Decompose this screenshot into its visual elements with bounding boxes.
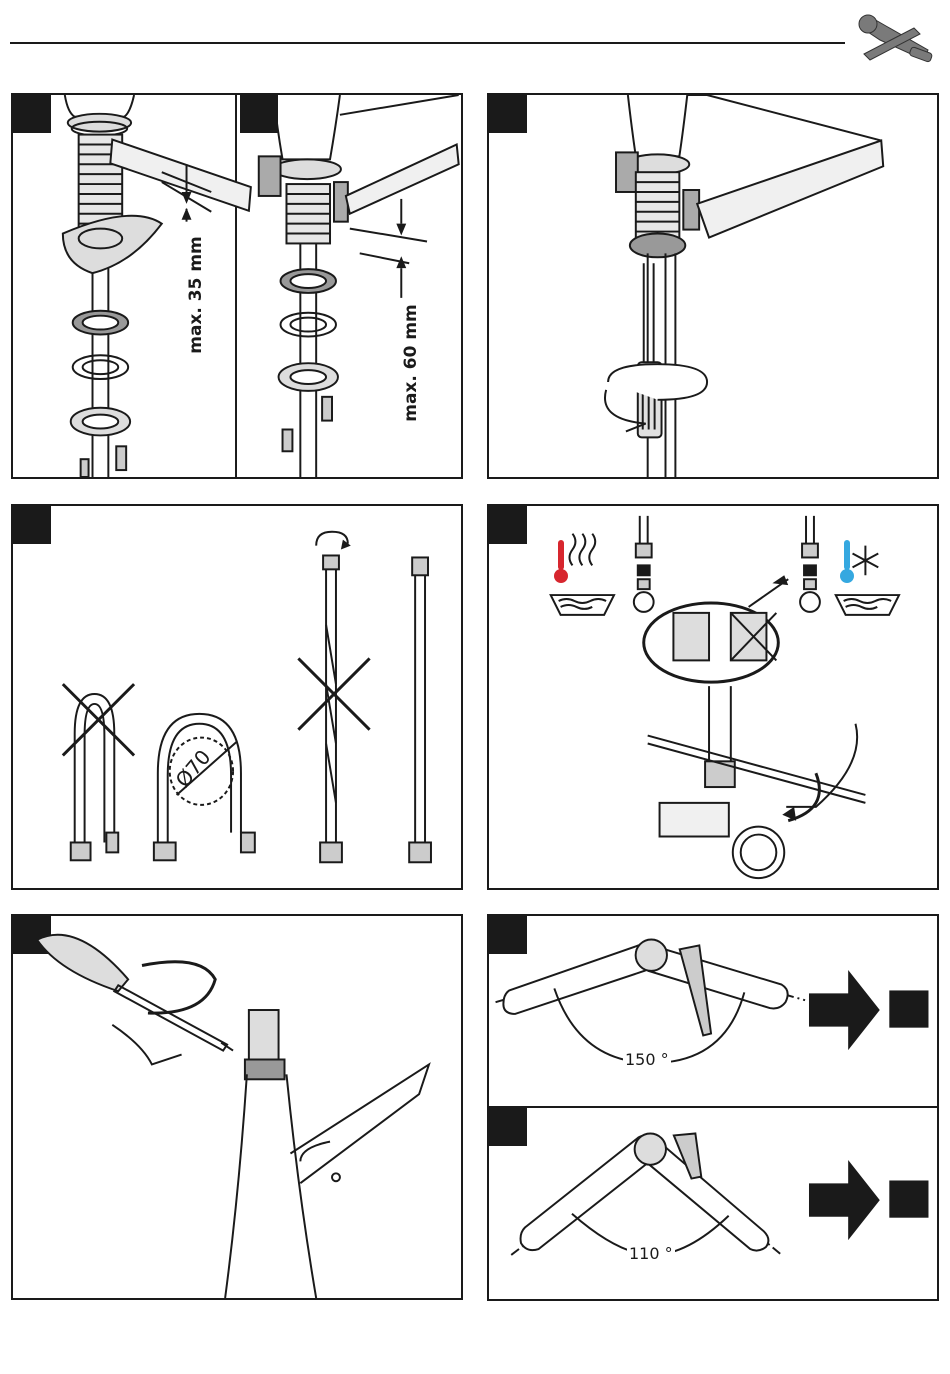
mounting-illustration <box>13 95 461 477</box>
max-35mm-label: max. 35 mm <box>186 236 206 354</box>
step-panel-1: max. 35 mm max. 60 mm <box>11 93 463 479</box>
lever-angle-150-illustration <box>489 916 937 1107</box>
hot-thermometer-icon <box>553 538 569 586</box>
hose-bending-illustration <box>13 506 461 888</box>
step-panel-7: 110 ° <box>487 1106 939 1301</box>
wrench-screwdriver-icon <box>856 10 936 72</box>
angle-150-label: 150 ° <box>623 1050 671 1069</box>
max-60mm-label: max. 60 mm <box>401 304 421 422</box>
lever-angle-110-illustration <box>489 1108 937 1299</box>
screwdriver-faucet-illustration <box>13 916 461 1298</box>
step-panel-4 <box>487 504 939 890</box>
cold-thermometer-icon <box>839 538 855 586</box>
step-panel-2 <box>487 93 939 479</box>
header-rule <box>10 42 845 44</box>
step-panel-6: 150 ° <box>487 914 939 1109</box>
step-panel-3: Ø70 <box>11 504 463 890</box>
screwdriver-tighten-illustration <box>489 95 937 477</box>
step-panel-5 <box>11 914 463 1300</box>
angle-110-label: 110 ° <box>627 1244 675 1263</box>
